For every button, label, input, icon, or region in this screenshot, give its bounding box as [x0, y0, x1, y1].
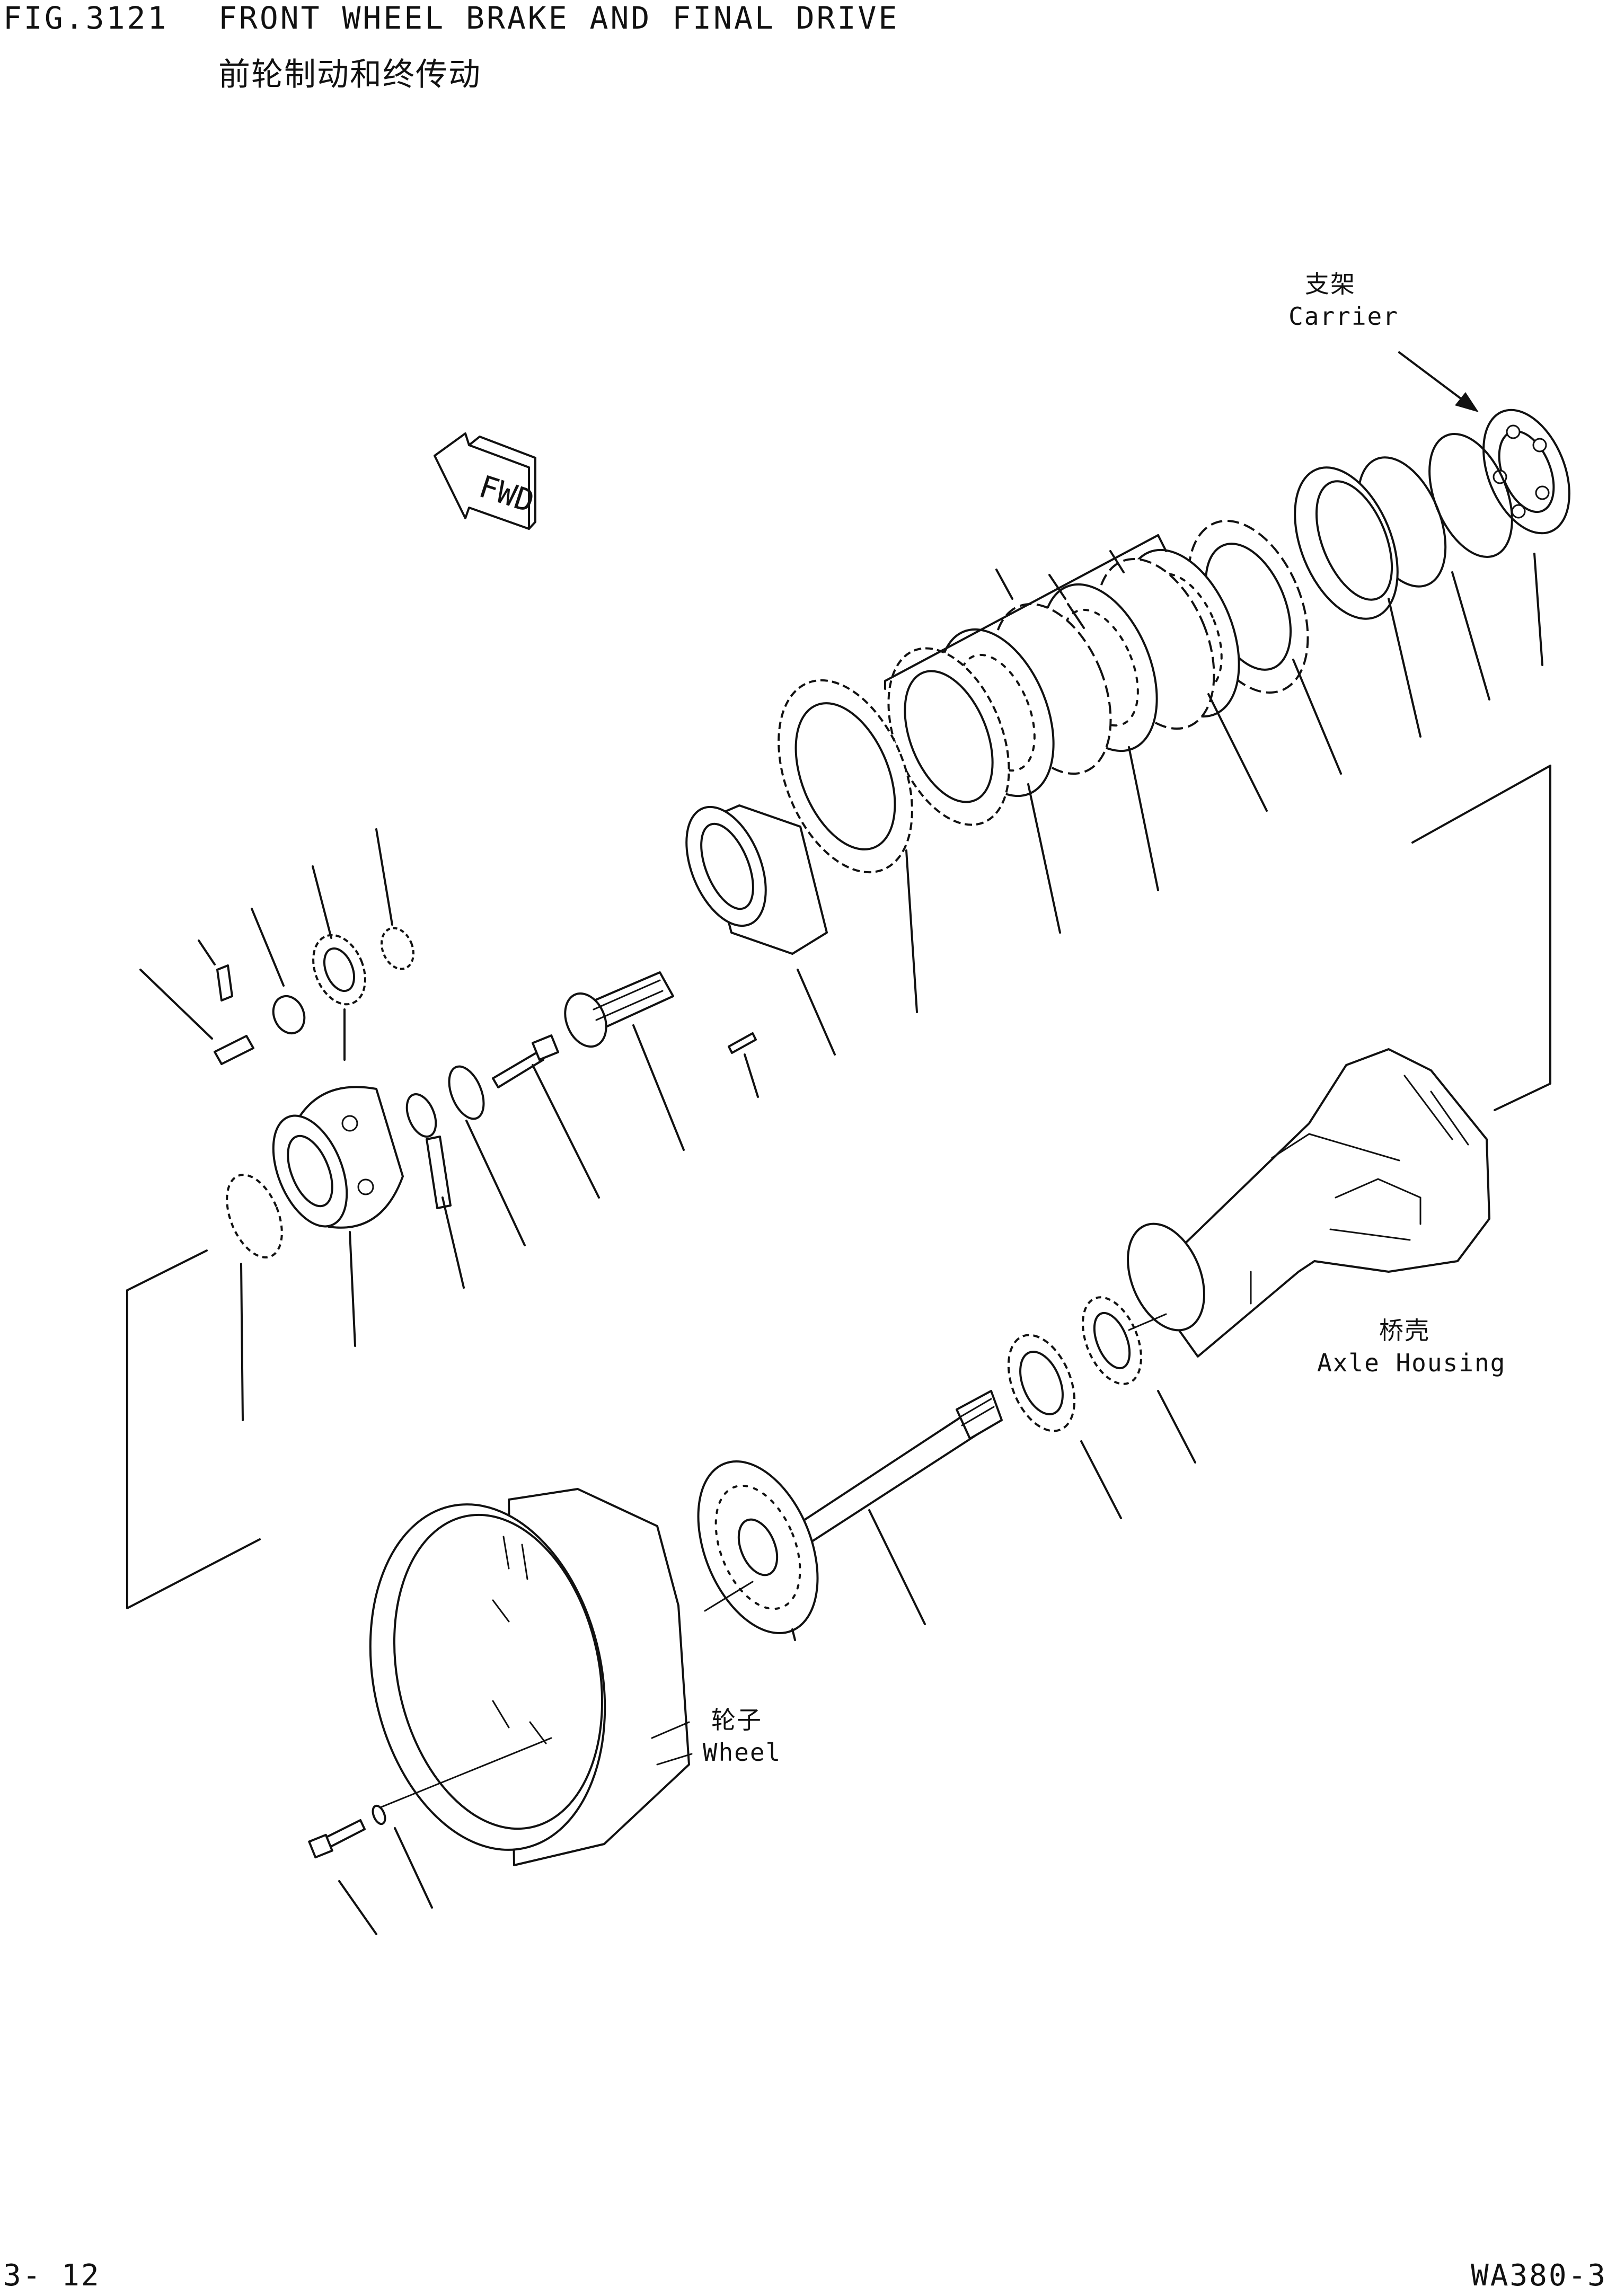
bearing-part — [226, 1174, 283, 1258]
planet-gear-part — [312, 934, 366, 1006]
brake-disc-stack — [887, 519, 1309, 826]
fwd-arrow-icon: FWD — [434, 432, 538, 530]
spring-pin-part — [216, 964, 233, 1001]
carrier-label-en: Carrier — [1288, 302, 1399, 331]
wheel-bolt-part — [308, 1819, 366, 1859]
bolt-part — [492, 1034, 559, 1088]
page-number: 3- 12 — [3, 2258, 101, 2293]
planet-pin-part — [214, 1035, 254, 1065]
sun-gear-shaft-part — [564, 971, 674, 1048]
group-bracket-lines — [126, 534, 1551, 1609]
axle-housing-label-cn: 桥壳 — [1379, 1316, 1430, 1345]
figure-title-cn: 前轮制动和终传动 — [218, 56, 481, 93]
axle-housing-part — [1127, 1048, 1490, 1358]
wheel-washer-part — [372, 1804, 386, 1825]
wheel-rim-part — [369, 1488, 693, 1866]
carrier-pointer-arrow — [1398, 351, 1479, 412]
small-pin-part — [728, 1032, 757, 1054]
thrust-washer-part — [405, 1093, 452, 1209]
axle-housing-label-en: Axle Housing — [1317, 1349, 1506, 1377]
ring-drum-part — [685, 804, 828, 955]
model-number: WA380-3 — [1471, 2258, 1607, 2293]
planet-carrier-part — [272, 1086, 404, 1229]
piston-part — [1294, 466, 1399, 620]
figure-title-en: FRONT WHEEL BRAKE AND FINAL DRIVE — [218, 0, 899, 36]
leader-lines — [139, 553, 1543, 1935]
bearing-cup-part — [1007, 1334, 1076, 1432]
bearing-cone-part — [1082, 1296, 1142, 1385]
spacer-part — [272, 995, 306, 1034]
wheel-label-en: Wheel — [702, 1738, 782, 1767]
needle-bearing-part — [381, 927, 414, 970]
washer-part — [448, 1065, 485, 1120]
wheel-label-cn: 轮子 — [711, 1706, 762, 1734]
assembly-axis-lines — [381, 1313, 1167, 1808]
axle-shaft-part — [794, 1390, 1003, 1548]
figure-number: FIG.3121 — [3, 0, 169, 36]
gear-ring-part — [778, 679, 913, 874]
wheel-hub-part — [697, 1460, 819, 1635]
carrier-label-cn: 支架 — [1305, 270, 1356, 298]
carrier-part — [1482, 409, 1570, 535]
